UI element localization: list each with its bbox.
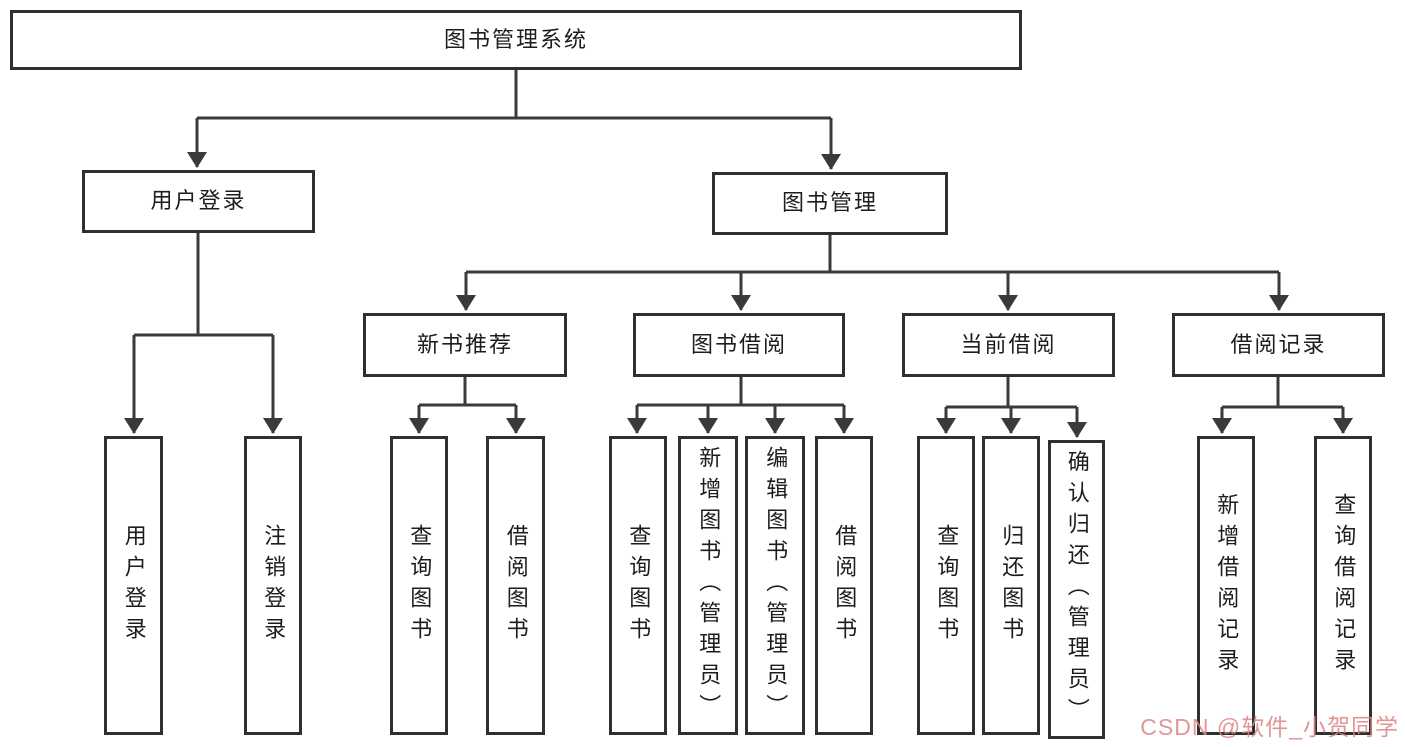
node-new-book-recommend: 新书推荐 (363, 313, 567, 377)
leaf-borrow-books: 借阅图书 (815, 436, 873, 735)
edge-root-trunk (197, 70, 831, 120)
leaf-confirm-return-admin: 确认归还（管理员） (1048, 440, 1105, 739)
leaf-query-borrow-record: 查询借阅记录 (1314, 436, 1372, 735)
leaf-query-books-borrow: 查询图书 (609, 436, 667, 735)
leaf-edit-books-admin: 编辑图书（管理员） (745, 436, 805, 735)
edge-records-trunk (1222, 377, 1343, 409)
leaf-borrow-books-recommend: 借阅图书 (486, 436, 545, 735)
edge-bookmgmt-trunk (466, 235, 1279, 274)
node-library-system: 图书管理系统 (10, 10, 1022, 70)
leaf-user-login: 用户登录 (104, 436, 163, 735)
leaf-return-books: 归还图书 (982, 436, 1040, 735)
csdn-watermark: CSDN @软件_小贺同学 (1140, 714, 1399, 740)
node-current-borrow: 当前借阅 (902, 313, 1115, 377)
edge-borrow-trunk (637, 377, 844, 407)
leaf-logout: 注销登录 (244, 436, 302, 735)
node-book-borrow: 图书借阅 (633, 313, 845, 377)
node-book-management: 图书管理 (712, 172, 948, 235)
leaf-query-books-recommend: 查询图书 (390, 436, 448, 735)
leaf-add-borrow-record: 新增借阅记录 (1197, 436, 1255, 735)
edge-userlogin-trunk (134, 233, 273, 337)
edge-current-trunk (946, 377, 1077, 409)
leaf-add-books-admin: 新增图书（管理员） (678, 436, 738, 735)
node-borrow-records: 借阅记录 (1172, 313, 1385, 377)
edge-newbook-trunk (419, 377, 516, 407)
leaf-query-books-current: 查询图书 (917, 436, 975, 735)
node-user-login: 用户登录 (82, 170, 315, 233)
